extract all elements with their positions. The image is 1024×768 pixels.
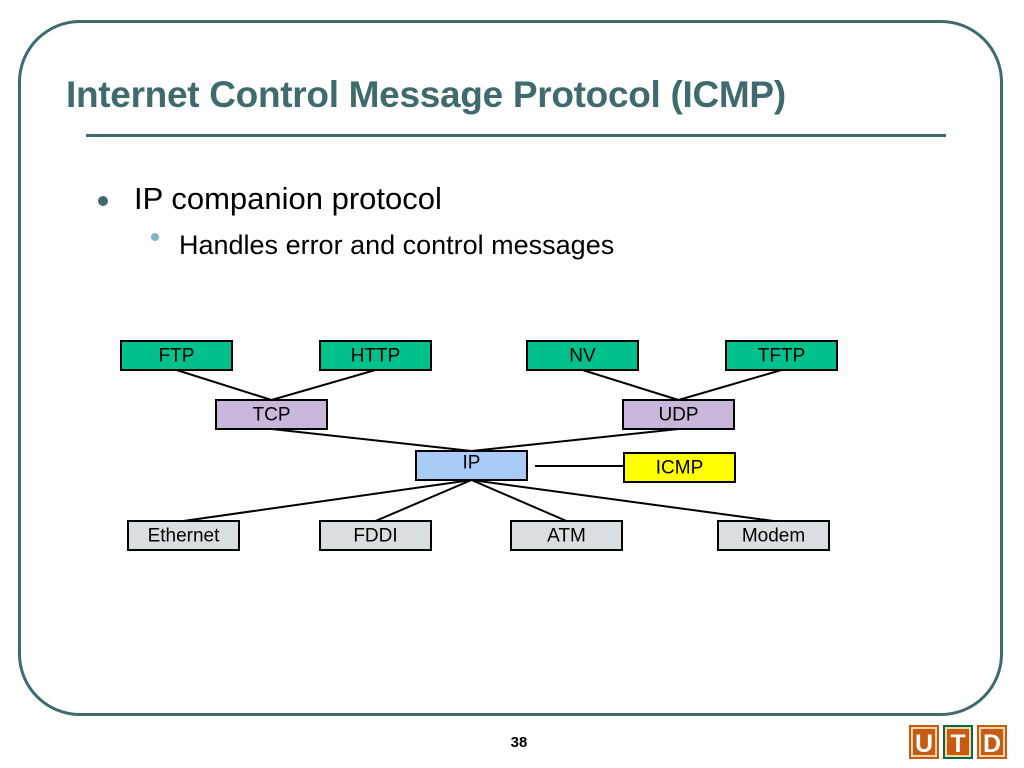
slide-title: Internet Control Message Protocol (ICMP) (66, 74, 786, 115)
bullet-text: IP companion protocol (134, 181, 442, 216)
node-box-ip (415, 450, 528, 481)
node-atm: ATM (510, 520, 623, 551)
node-box-icmp (623, 452, 736, 483)
node-label-http: HTTP (351, 346, 401, 367)
node-label-ip: IP (463, 453, 481, 474)
node-http: HTTP (319, 340, 432, 371)
slide-frame (18, 20, 1003, 716)
sub-bullet-dot-icon (151, 233, 159, 241)
node-label-tcp: TCP (253, 405, 291, 426)
node-icmp: ICMP (623, 452, 736, 483)
node-label-atm: ATM (547, 526, 586, 547)
diagram-nodes: FTP HTTP NV TFTP TCP UDP IP ICMP Ethernet FDDI ATM… (120, 340, 838, 551)
node-label-modem: Modem (742, 526, 805, 547)
logo-tile-u: U (909, 725, 939, 759)
node-modem: Modem (717, 520, 830, 551)
node-box-ethernet (127, 520, 240, 551)
node-box-tftp (725, 340, 838, 371)
node-fddi: FDDI (319, 520, 432, 551)
node-label-fddi: FDDI (353, 526, 397, 547)
node-tcp: TCP (215, 399, 328, 430)
edge-ip-ethernet (183, 479, 472, 522)
node-udp: UDP (622, 399, 735, 430)
node-ethernet: Ethernet (127, 520, 240, 551)
edge-ip-modem (471, 479, 774, 522)
page-number: 38 (510, 734, 528, 751)
node-label-icmp: ICMP (656, 458, 704, 479)
node-ip: IP (415, 450, 528, 481)
logo-tile-d: D (977, 725, 1007, 759)
node-box-modem (717, 520, 830, 551)
edge-ip-fddi (375, 479, 472, 522)
node-box-atm (510, 520, 623, 551)
node-box-http (319, 340, 432, 371)
title-underline (86, 134, 946, 137)
node-tftp: TFTP (725, 340, 838, 371)
node-label-tftp: TFTP (758, 346, 806, 367)
edge-tftp-udp (678, 369, 782, 401)
sub-bullet-text: Handles error and control messages (179, 230, 615, 260)
diagram-edges (176, 369, 782, 522)
node-label-nv: NV (569, 346, 596, 367)
node-box-nv (526, 340, 639, 371)
edge-nv-udp (582, 369, 679, 401)
node-box-fddi (319, 520, 432, 551)
node-box-ftp (120, 340, 233, 371)
utd-logo: U T D (909, 725, 1007, 759)
node-box-tcp (215, 399, 328, 430)
edge-ip-atm (471, 479, 567, 522)
edge-ftp-tcp (176, 369, 272, 401)
edge-udp-ip (471, 428, 679, 452)
edge-http-tcp (271, 369, 376, 401)
node-ftp: FTP (120, 340, 233, 371)
bullet-dot-icon (98, 196, 108, 206)
node-label-ftp: FTP (159, 346, 195, 367)
node-nv: NV (526, 340, 639, 371)
logo-tile-t: T (943, 725, 973, 759)
node-box-udp (622, 399, 735, 430)
node-label-ethernet: Ethernet (148, 526, 221, 547)
edge-tcp-ip (271, 428, 472, 452)
node-label-udp: UDP (658, 405, 698, 426)
